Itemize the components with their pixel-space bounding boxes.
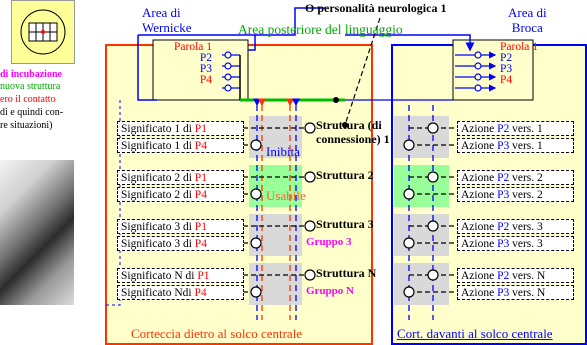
words-right: Parola 1 P2 P3 P4 (500, 41, 539, 86)
action-box-3a: Azione P2 vers. 3 (457, 219, 574, 234)
band-gray-1 (249, 116, 302, 158)
struct-label-1: Struttura (di connessione) 1 (316, 118, 390, 146)
action-box-na: Azione P2 vers. N (457, 268, 574, 283)
area-wernicke-label: Area di Wernicke (142, 5, 192, 35)
meaning-box-3b: Significato 3 di P4 (117, 236, 244, 251)
action-box-1b: Azione P3 vers. 1 (457, 138, 574, 153)
action-box-3b: Azione P3 vers. 3 (457, 236, 574, 251)
action-box-1a: Azione P2 vers. 1 (457, 121, 574, 136)
word-left-4: P4 (199, 74, 212, 86)
band-gray-r4 (394, 263, 449, 305)
band-green-r2 (394, 165, 449, 207)
band-green-2 (249, 165, 302, 207)
meaning-box-3a: Significato 3 di P1 (117, 219, 244, 234)
area-broca-label: Area di Broca (508, 5, 547, 35)
meaning-box-2b: Significato 2 di P4 (117, 187, 244, 202)
word-left-2: P2 (199, 52, 212, 64)
tag-label-2: Usabile (266, 188, 306, 203)
brain-icon (11, 0, 75, 64)
posterior-cortex-label: Corteccia dietro al solco centrale (131, 326, 303, 341)
word-left-3: P3 (199, 63, 212, 75)
meaning-box-nb: Significato Ndi P4 (117, 285, 244, 300)
meaning-box-1a: Significato 1 di P1 (117, 121, 244, 136)
left-note-line4: di e quindi con- (0, 107, 64, 118)
action-box-2b: Azione P3 vers. 2 (457, 187, 574, 202)
words-left: Parola 1 P2 P3 P4 (158, 41, 212, 86)
action-box-2a: Azione P2 vers. 2 (457, 170, 574, 185)
left-note-line2: nuova struttura (0, 81, 61, 92)
word-right-4: P4 (500, 74, 513, 86)
band-gray-r1 (394, 116, 449, 158)
tag-label-3: Gruppo 3 (306, 236, 352, 248)
word-right-2: P2 (500, 52, 513, 64)
face-photo (0, 160, 74, 305)
struct-label-2: Struttura 2 (316, 168, 374, 182)
band-gray-r3 (394, 214, 449, 256)
left-note-line5: re situazioni) (0, 120, 53, 131)
tag-label-n: Gruppo N (306, 285, 354, 297)
band-gray-4 (249, 263, 302, 305)
word-left-1: Parola 1 (173, 41, 212, 53)
area-posterior-label: Area posteriore del linguaggio (238, 22, 403, 37)
struct-label-3: Struttura 3 (316, 217, 374, 231)
word-right-1: Parola 1 (500, 41, 539, 53)
meaning-box-na: Significato N di P1 (117, 268, 244, 283)
action-box-nb: Azione P3 vers. N (457, 285, 574, 300)
word-right-3: P3 (500, 63, 513, 75)
struct-label-n: Struttura N (316, 266, 377, 280)
left-note-line3: ero il contatto (0, 94, 56, 105)
meaning-box-1b: Significato 1 di P4 (117, 138, 244, 153)
band-gray-3 (249, 214, 302, 256)
anterior-cortex-label: Cort. davanti al solco centrale (397, 326, 553, 341)
tag-label-1: Inibita (266, 144, 300, 159)
left-note-line1: di incubazione (0, 69, 62, 80)
page-title: O personalità neurologica 1 (305, 1, 447, 15)
meaning-box-2a: Significato 2 di P1 (117, 170, 244, 185)
